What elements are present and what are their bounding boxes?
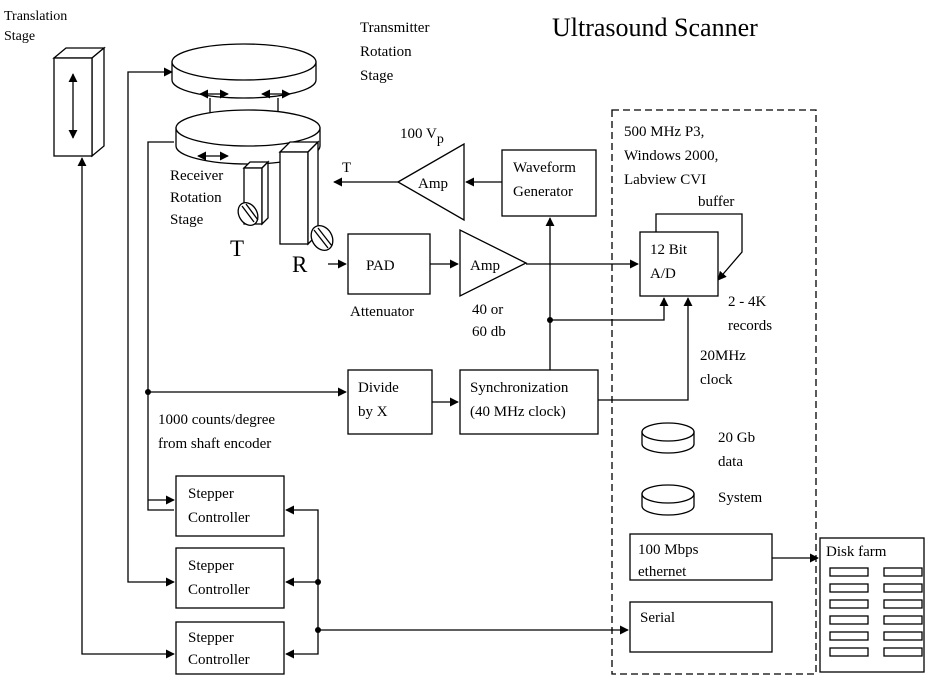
divide-label-2: by X [358, 404, 388, 420]
serial-label: Serial [640, 610, 675, 626]
amp2-label: Amp [470, 258, 500, 274]
sync-label-2: (40 MHz clock) [470, 404, 566, 420]
stepper-2-label-1: Stepper [188, 558, 234, 574]
amp-top-output-t: T [342, 160, 351, 176]
transducer-r: R [278, 140, 334, 277]
transmitter-label-3: Stage [360, 68, 394, 84]
ethernet-interface: 100 Mbps ethernet [629, 533, 773, 581]
encoder-label-2: from shaft encoder [158, 436, 271, 452]
stepper-1-label-1: Stepper [188, 486, 234, 502]
adc-label-1: 12 Bit [650, 242, 688, 258]
stepper-3-label-2: Controller [188, 652, 250, 668]
amp-top-label: Amp [418, 176, 448, 192]
transmitter-label-1: Transmitter [360, 20, 429, 36]
adc-records-2: records [728, 318, 772, 334]
receiver-label-2: Rotation [170, 190, 222, 206]
stepper-2-label-2: Controller [188, 582, 250, 598]
divide-label-1: Divide [358, 380, 399, 396]
stepper-controller-2: Stepper Controller [175, 547, 285, 609]
sync-label-1: Synchronization [470, 380, 569, 396]
stepper-1-label-2: Controller [188, 510, 250, 526]
disk-system-icon [641, 484, 695, 516]
synchronization: Synchronization (40 MHz clock) [459, 369, 599, 435]
amp2-gain-2: 60 db [472, 324, 506, 340]
translation-stage-label-1: Translation [4, 9, 67, 24]
disk-data-label-1: 20 Gb [718, 430, 755, 446]
stepper-controller-1: Stepper Controller [175, 475, 285, 537]
translation-stage-label-2: Stage [4, 29, 35, 44]
disk-data-icon [641, 422, 695, 454]
stepper-controller-3: Stepper Controller [175, 621, 285, 675]
amp2-gain-1: 40 or [472, 302, 503, 318]
serial-interface: Serial [629, 601, 773, 653]
computer-enclosure: 500 MHz P3, Windows 2000, Labview CVI [611, 109, 817, 675]
adc-label-2: A/D [650, 266, 676, 282]
transmitter-label-2: Rotation [360, 44, 412, 60]
transmitter-rotation-stage: Transmitter Rotation Stage [171, 20, 429, 99]
adc-buffer-label: buffer [698, 194, 734, 210]
amp-top-voltage: 100 Vp [400, 126, 444, 147]
ethernet-label-1: 100 Mbps [638, 542, 699, 558]
disk-farm-label: Disk farm [826, 544, 887, 560]
receiver-label-3: Stage [170, 212, 204, 228]
disk-data-label-2: data [718, 454, 743, 470]
transducer-t-label: T [230, 236, 244, 261]
waveform-label-2: Generator [513, 184, 573, 200]
receive-amplifier: Amp 40 or 60 db [459, 228, 528, 340]
transducer-r-label: R [292, 252, 308, 277]
computer-label-2: Windows 2000, [624, 148, 718, 164]
adc-clock-2: clock [700, 372, 733, 388]
pad-label: PAD [366, 258, 395, 274]
diagram-title: Ultrasound Scanner [552, 13, 758, 42]
adc-12bit: 12 Bit A/D buffer 2 - 4K records 20MHz c… [639, 194, 772, 388]
ethernet-label-2: ethernet [638, 564, 687, 580]
divide-by-x: Divide by X [347, 369, 433, 435]
pad-caption: Attenuator [350, 304, 414, 320]
computer-label-1: 500 MHz P3, [624, 124, 704, 140]
transducer-t: T [230, 160, 270, 261]
disk-system-label: System [718, 490, 763, 506]
waveform-label-1: Waveform [513, 160, 576, 176]
pad-attenuator: PAD Attenuator [347, 233, 431, 320]
stepper-3-label-1: Stepper [188, 630, 234, 646]
adc-clock-1: 20MHz [700, 348, 746, 364]
disk-farm: Disk farm [819, 537, 925, 673]
computer-label-3: Labview CVI [624, 172, 706, 188]
receiver-label-1: Receiver [170, 168, 223, 184]
transmit-amplifier: Amp 100 Vp T [342, 126, 465, 222]
adc-records-1: 2 - 4K [728, 294, 766, 310]
waveform-generator: Waveform Generator [501, 149, 597, 217]
translation-stage: Translation Stage [4, 9, 106, 158]
encoder-label-1: 1000 counts/degree [158, 412, 275, 428]
